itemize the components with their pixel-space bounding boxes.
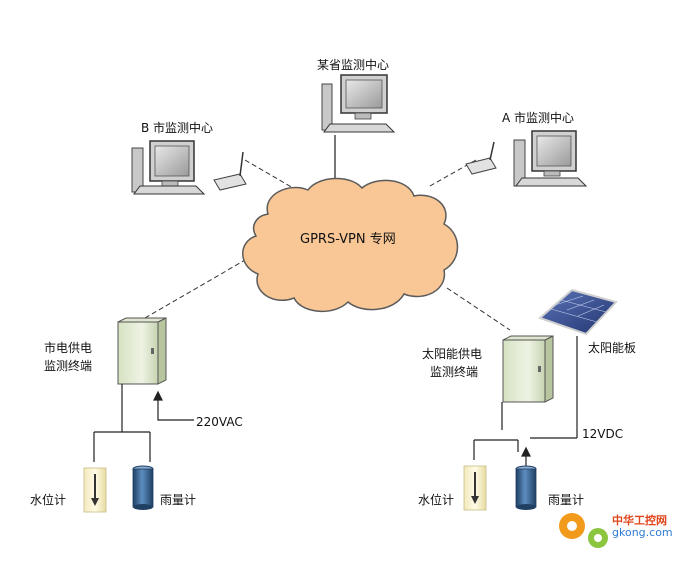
rain-gauge-right-icon	[515, 465, 537, 510]
water-gauge-left-icon	[83, 467, 107, 513]
province-center-label: 某省监测中心	[317, 58, 390, 72]
city-a-router-icon	[465, 141, 497, 175]
solar-terminal-label-line2: 监测终端	[430, 365, 479, 379]
solar-panel-label: 太阳能板	[588, 341, 637, 355]
mains-terminal-label-line2: 监测终端	[44, 359, 93, 373]
watermark-gear-icon	[559, 513, 608, 548]
province-computer-icon	[321, 74, 396, 133]
city-b-router-icon	[213, 151, 247, 191]
watermark-title: 中华工控网	[612, 514, 667, 527]
mains-terminal-label-line1: 市电供电	[44, 341, 93, 355]
rain-gauge-left-icon	[132, 465, 154, 510]
rain-gauge-left-label: 雨量计	[160, 493, 197, 507]
mains-voltage-label: 220VAC	[196, 415, 243, 429]
water-gauge-left-label: 水位计	[30, 493, 67, 507]
city-b-computer-icon	[131, 140, 206, 195]
solar-terminal-cabinet-icon	[502, 335, 554, 403]
solar-wiring	[473, 336, 578, 468]
mains-terminal-cabinet-icon	[117, 317, 167, 385]
solar-voltage-label: 12VDC	[582, 427, 624, 441]
solar-terminal-label-line1: 太阳能供电	[422, 347, 483, 361]
watermark-url: gkong.com	[612, 526, 673, 539]
link-city-b	[244, 159, 301, 193]
water-gauge-right-icon	[463, 465, 487, 511]
network-label: GPRS-VPN 专网	[300, 232, 396, 247]
link-mains-terminal	[144, 255, 253, 319]
solar-panel-icon	[538, 288, 618, 336]
rain-gauge-right-label: 雨量计	[548, 493, 585, 507]
water-gauge-right-label: 水位计	[418, 493, 455, 507]
link-solar-terminal	[446, 287, 511, 331]
city-a-center-label: A 市监测中心	[502, 111, 575, 125]
city-a-computer-icon	[513, 130, 588, 187]
mains-wiring	[93, 384, 194, 462]
city-b-center-label: B 市监测中心	[141, 121, 214, 135]
network-cloud	[242, 177, 459, 313]
